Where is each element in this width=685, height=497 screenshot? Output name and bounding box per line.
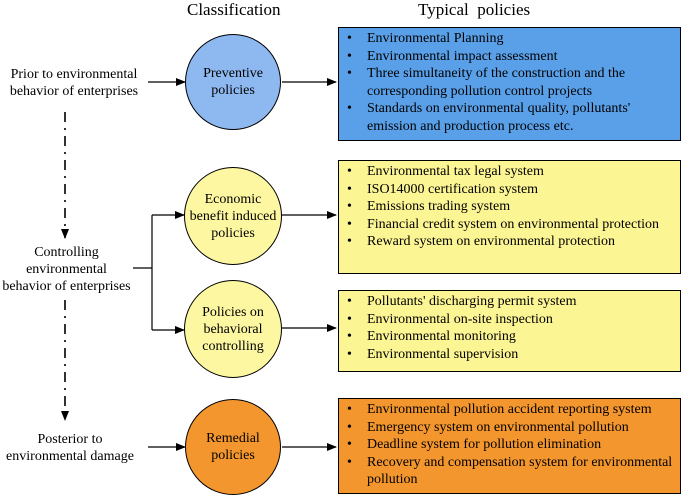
- box-preventive-policies: Environmental Planning Environmental imp…: [338, 27, 681, 141]
- policy-item: Emissions trading system: [347, 198, 676, 216]
- circle-remedial-line1: Remedial: [206, 431, 260, 446]
- circle-economic-line3: policies: [211, 225, 255, 241]
- circle-remedial: Remedial policies: [185, 399, 281, 495]
- stage-prior-line1: Prior to environmental: [10, 67, 138, 82]
- header-typical-policies: Typical policies: [418, 0, 531, 19]
- stage-prior-line2: behavior of enterprises: [9, 84, 139, 99]
- policy-item: Three simultaneity of the construction a…: [347, 65, 676, 100]
- policy-item: Standards on environmental quality, poll…: [347, 100, 676, 135]
- policy-item: Environmental monitoring: [347, 328, 676, 346]
- policy-item: Environmental on-site inspection: [347, 311, 676, 329]
- stage-controlling-line3: behavior of enterprises: [2, 279, 131, 294]
- policy-item: Environmental Planning: [347, 30, 676, 48]
- circle-economic-line1: Economic: [204, 191, 262, 207]
- circle-behavioral-line2: behavioral: [203, 321, 263, 337]
- stage-controlling-line1: Controlling: [34, 245, 99, 260]
- circle-economic-line2: benefit induced: [189, 208, 277, 224]
- policy-item: Emergency system on environmental pollut…: [347, 419, 676, 437]
- stage-controlling: Controlling environmental behavior of en…: [0, 244, 133, 295]
- policy-item: Recovery and compensation system for env…: [347, 454, 676, 489]
- policy-item: Environmental supervision: [347, 346, 676, 364]
- circle-behavioral: Policies on behavioral controlling: [184, 280, 282, 378]
- circle-preventive: Preventive policies: [185, 34, 281, 130]
- policy-item: Financial credit system on environmental…: [347, 216, 676, 234]
- stage-prior: Prior to environmental behavior of enter…: [0, 66, 148, 100]
- policy-item: Pollutants' discharging permit system: [347, 293, 676, 311]
- stage-controlling-line2: environmental: [26, 262, 107, 277]
- policy-item: Reward system on environmental protectio…: [347, 233, 676, 251]
- policy-item: Environmental pollution accident reporti…: [347, 401, 676, 419]
- circle-economic: Economic benefit induced policies: [184, 167, 282, 265]
- header-classification: Classification: [187, 0, 281, 19]
- circle-preventive-line1: Preventive: [203, 66, 263, 81]
- circle-remedial-line2: policies: [211, 448, 255, 463]
- policy-item: Environmental tax legal system: [347, 163, 676, 181]
- box-behavioral-policies: Pollutants' discharging permit system En…: [338, 290, 681, 372]
- circle-preventive-line2: policies: [211, 83, 255, 98]
- policy-item: Environmental impact assessment: [347, 48, 676, 66]
- stage-posterior-line2: environmental damage: [6, 449, 134, 464]
- box-remedial-policies: Environmental pollution accident reporti…: [338, 398, 681, 494]
- stage-posterior-line1: Posterior to: [37, 432, 103, 447]
- policy-item: Deadline system for pollution eliminatio…: [347, 436, 676, 454]
- box-economic-policies: Environmental tax legal system ISO14000 …: [338, 160, 681, 274]
- circle-behavioral-line1: Policies on: [202, 304, 264, 320]
- policy-item: ISO14000 certification system: [347, 181, 676, 199]
- stage-posterior: Posterior to environmental damage: [0, 431, 140, 465]
- circle-behavioral-line3: controlling: [202, 338, 264, 354]
